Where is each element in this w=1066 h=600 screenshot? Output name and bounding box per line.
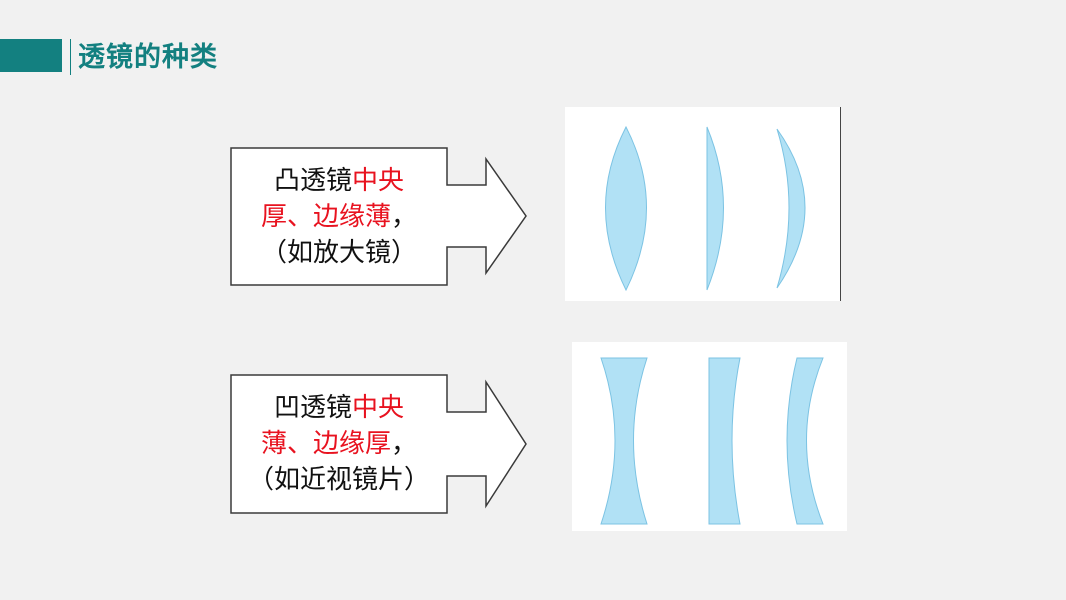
title-accent-bar xyxy=(0,39,62,72)
concave-lens-diagram xyxy=(600,357,824,525)
concave-name: 凹透镜 xyxy=(273,393,352,423)
convex-line2-suffix: ， xyxy=(391,202,418,232)
convex-label-line2: 厚、边缘薄， xyxy=(234,199,444,235)
convex-lens-panel xyxy=(565,107,841,301)
concave-label-line2: 薄、边缘厚， xyxy=(234,426,444,462)
biconvex-lens xyxy=(605,125,647,292)
concave-feature-2: 薄、边缘厚 xyxy=(260,429,391,459)
concave-line2-suffix: ， xyxy=(391,429,418,459)
concave-lens-panel xyxy=(572,342,847,531)
biconcave-lens xyxy=(600,357,648,525)
convex-arrow-label: 凸透镜中央 厚、边缘薄， （如放大镜） xyxy=(234,163,444,271)
concave-label-line1: 凹透镜中央 xyxy=(234,390,444,426)
concave-arrow-label: 凹透镜中央 薄、边缘厚， （如近视镜片） xyxy=(234,390,444,498)
convex-name: 凸透镜 xyxy=(273,166,352,196)
convexo-concave-lens xyxy=(786,357,824,525)
plano-concave-lens xyxy=(708,357,741,525)
convex-lens-diagram xyxy=(605,125,806,292)
convex-example: （如放大镜） xyxy=(260,238,417,268)
title-divider xyxy=(70,39,71,75)
convex-feature-2: 厚、边缘薄 xyxy=(260,202,391,232)
concave-arrow-shape xyxy=(230,374,527,514)
convex-label-line1: 凸透镜中央 xyxy=(234,163,444,199)
concavo-convex-lens xyxy=(776,128,806,289)
concave-example: （如近视镜片） xyxy=(247,465,430,495)
convex-feature-1: 中央 xyxy=(352,166,405,196)
convex-arrow-shape xyxy=(230,147,527,286)
slide-title: 透镜的种类 xyxy=(78,42,218,73)
plano-convex-lens xyxy=(706,126,724,291)
concave-feature-1: 中央 xyxy=(352,393,405,423)
